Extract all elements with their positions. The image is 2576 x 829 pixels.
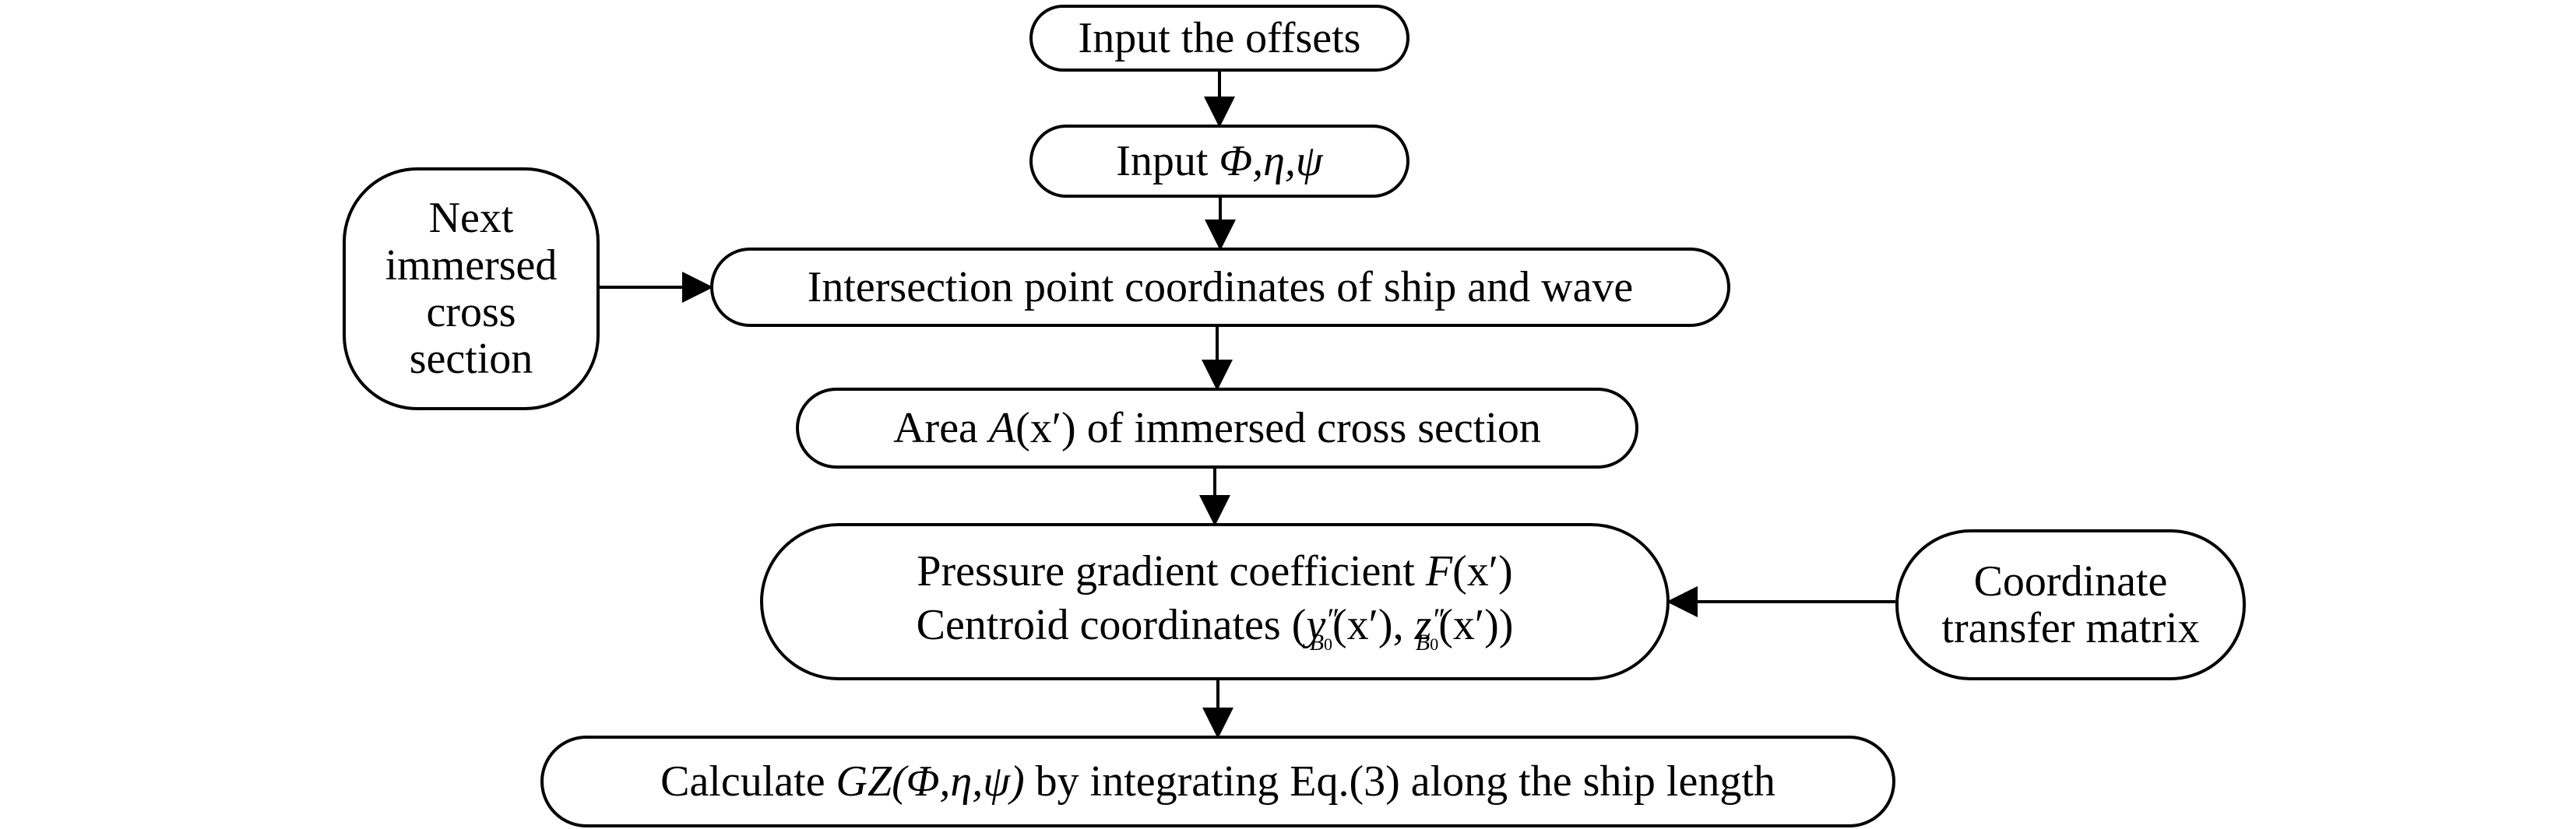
node-coord-transfer-line-2: transfer matrix	[1941, 604, 2200, 652]
node-pressure-line2-prefix: Centroid coordinates (	[916, 600, 1307, 649]
node-next-section-line-3: cross	[426, 288, 516, 336]
node-area-suffix: of immersed cross section	[1075, 403, 1541, 452]
node-area-func: A	[988, 403, 1016, 452]
node-area-prefix: Area	[893, 403, 989, 452]
node-next-section: Next immersed cross section	[343, 167, 600, 410]
node-input-offsets-label: Input the offsets	[1078, 13, 1361, 62]
node-pressure-z-sub-index: 0	[1430, 634, 1439, 654]
node-coord-transfer: Coordinate transfer matrix	[1895, 529, 2246, 680]
node-pressure-y: y	[1306, 600, 1326, 649]
node-input-angles-vars: Φ,η,ψ	[1219, 136, 1323, 185]
node-area-arg: (x′)	[1015, 403, 1076, 452]
node-coord-transfer-line-1: Coordinate	[1973, 557, 2168, 606]
node-intersection-label: Intersection point coordinates of ship a…	[807, 262, 1634, 311]
node-pressure-y-sub-base: B	[1309, 629, 1325, 655]
node-pressure-y-sub-index: 0	[1324, 634, 1333, 654]
node-pressure-line2-suffix: )	[1498, 600, 1514, 649]
node-input-angles-prefix: Input	[1116, 136, 1219, 185]
node-next-section-line-1: Next	[428, 194, 514, 243]
node-next-section-line-4: section	[409, 335, 533, 384]
node-input-offsets: Input the offsets	[1029, 5, 1409, 72]
node-calculate-func: GZ	[836, 757, 892, 806]
node-calculate-prefix: Calculate	[660, 757, 836, 806]
node-pressure-y-primes: ′′	[1325, 601, 1337, 637]
node-pressure: Pressure gradient coefficient F(x′) Cent…	[760, 523, 1670, 680]
node-pressure-z-arg: (x′)	[1438, 600, 1499, 649]
node-input-angles: Input Φ,η,ψ	[1029, 125, 1409, 198]
node-calculate-args: (Φ,η,ψ)	[892, 757, 1025, 806]
node-pressure-z-primes: ′′	[1431, 601, 1443, 637]
node-pressure-line1-func: F	[1425, 547, 1453, 596]
node-pressure-z-sub-base: B	[1415, 629, 1431, 655]
node-calculate-suffix: by integrating Eq.(3) along the ship len…	[1024, 757, 1775, 806]
node-pressure-sep: ,	[1392, 600, 1415, 649]
node-area: Area A(x′) of immersed cross section	[796, 388, 1638, 469]
node-pressure-line1-arg: (x′)	[1452, 547, 1513, 596]
node-intersection: Intersection point coordinates of ship a…	[710, 248, 1730, 327]
node-calculate: Calculate GZ(Φ,η,ψ) by integrating Eq.(3…	[540, 736, 1895, 827]
node-next-section-line-2: immersed	[385, 241, 558, 290]
node-pressure-y-arg: (x′)	[1332, 600, 1393, 649]
node-pressure-z: z	[1414, 600, 1432, 649]
node-pressure-line1-prefix: Pressure gradient coefficient	[917, 547, 1426, 596]
